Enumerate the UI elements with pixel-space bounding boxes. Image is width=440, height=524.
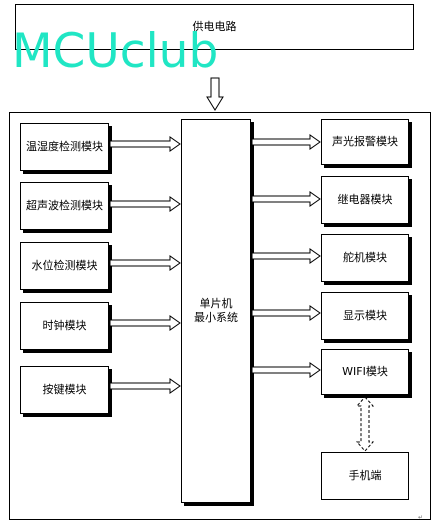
power-supply-box: 供电电路 — [15, 4, 414, 50]
system-frame — [9, 112, 431, 520]
input-module-label: 温湿度检测模块 — [26, 140, 103, 153]
input-module-clock: 时钟模块 — [20, 302, 109, 350]
output-arrow-1 — [251, 134, 321, 150]
output-module-label: 声光报警模块 — [332, 135, 398, 148]
input-module-label: 时钟模块 — [42, 319, 87, 332]
wifi-phone-arrow — [355, 396, 375, 452]
output-arrow-4 — [251, 305, 321, 321]
output-module-label: WIFI模块 — [342, 365, 388, 378]
mcuclub-watermark: MCUclub — [12, 24, 219, 79]
output-module-relay: 继电器模块 — [321, 176, 409, 224]
phone-box: 手机端 — [321, 452, 409, 500]
output-module-alarm: 声光报警模块 — [321, 119, 409, 165]
output-module-servo: 舵机模块 — [321, 234, 409, 282]
output-arrow-3 — [251, 248, 321, 264]
output-module-label: 显示模块 — [343, 309, 387, 322]
output-arrow-5 — [251, 362, 321, 378]
input-arrow-1 — [109, 136, 181, 152]
input-module-ultrasonic: 超声波检测模块 — [20, 182, 109, 230]
input-arrow-4 — [109, 315, 181, 331]
input-module-water-level: 水位检测模块 — [20, 242, 109, 290]
input-module-keys: 按键模块 — [20, 366, 109, 414]
output-module-label: 舵机模块 — [343, 251, 387, 264]
input-arrow-2 — [109, 196, 181, 212]
corner-mark: ↵ — [418, 514, 424, 521]
output-module-label: 继电器模块 — [337, 193, 393, 206]
power-supply-label: 供电电路 — [192, 20, 237, 33]
mcu-label-line2: 最小系统 — [194, 311, 238, 324]
power-down-arrow — [206, 77, 224, 111]
input-arrow-3 — [109, 255, 181, 271]
mcu-box: 单片机 最小系统 — [181, 119, 251, 503]
mcu-label-line1: 单片机 — [199, 297, 233, 310]
input-module-label: 按键模块 — [42, 383, 87, 396]
output-arrow-2 — [251, 191, 321, 207]
phone-label: 手机端 — [348, 469, 382, 482]
input-module-label: 水位检测模块 — [31, 259, 98, 272]
output-module-wifi: WIFI模块 — [321, 349, 409, 395]
input-module-label: 超声波检测模块 — [26, 199, 103, 212]
input-module-temp-humidity: 温湿度检测模块 — [20, 123, 109, 171]
output-module-display: 显示模块 — [321, 292, 409, 340]
input-arrow-5 — [109, 378, 181, 394]
